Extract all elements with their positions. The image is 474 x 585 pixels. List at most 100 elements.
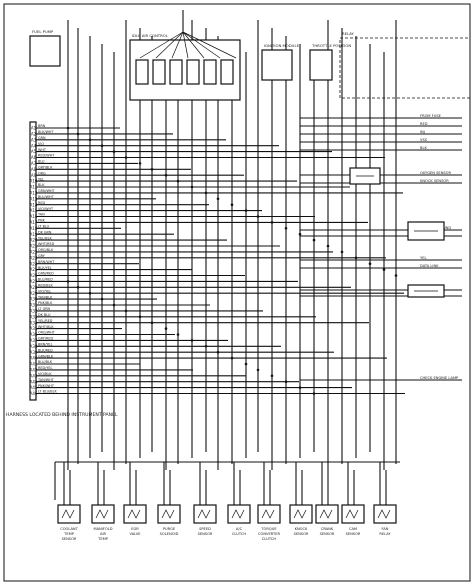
pin-label: A39 [30,350,38,355]
ignition-coil [169,59,183,85]
wire-grid [29,20,462,470]
top-label: IDLE AIR CONTROL [132,33,169,38]
top-component [29,35,61,67]
splice-dot [394,274,398,277]
pin-label: A9 [31,173,37,178]
bottom-component [289,504,313,524]
wire-color-label: TAN/BLK [37,295,53,299]
pin-label: A41 [30,362,38,367]
pin-label: A7 [31,161,37,166]
bottom-component [227,504,251,524]
component-symbol [345,509,359,519]
splice-dot [298,386,302,389]
bottom-component [315,504,339,524]
splice-dot [270,374,274,378]
splice-dot [230,356,234,360]
bottom-label: SENSOR [62,537,77,541]
splice-dot [112,150,116,153]
bottom-label: TEMP [97,537,109,541]
splice-dot [76,132,80,136]
ignition-coil [203,59,217,85]
wire-color-label: ORG [38,171,46,175]
wire-color-label: BLK/RED [38,348,53,352]
splice-dot [176,333,180,336]
splice-dot [164,173,168,177]
bottom-label: SPEED [199,527,211,531]
pin-label: A27 [30,279,38,284]
splice-dot [354,256,358,260]
splice-dot [244,209,248,212]
pin-label: A16 [30,214,38,219]
wire-color-label: PNK [38,219,46,223]
pin-label: A12 [30,191,38,196]
bottom-label: PURGE [163,527,176,531]
top-component [261,49,293,81]
splice-dot [150,168,154,171]
splice-dot [176,179,180,183]
ignition-coil [186,59,200,85]
top-component [309,49,333,81]
splice-dot [216,197,220,201]
pin-label: A2 [31,132,37,137]
wire-color-label: BLK/WHT [38,130,54,134]
wire-color-label: VIO/WHT [38,207,54,211]
right-label: YEL [420,256,426,260]
bottom-label: TEMP [63,532,75,536]
bottom-component [193,504,217,524]
bottom-label: CLUTCH [232,532,246,536]
wire-color-label: LT BLU [38,225,50,229]
splice-dot [382,268,386,271]
splice-dot [298,232,302,236]
wire-color-label: WHT/BLK [38,325,54,329]
bottom-label: SENSOR [346,532,361,536]
splice-dot [76,286,80,289]
splice-dot [340,250,344,254]
pin-label: A4 [31,143,37,148]
bottom-label: SENSOR [294,532,309,536]
bottom-label: SENSOR [320,532,335,536]
splice-dot [66,280,70,283]
bottom-component [373,504,397,524]
wire-color-label: LT BLU/BLK [38,390,57,394]
pin-label: A29 [30,291,38,296]
wire-color-label: DK GRN [38,230,52,234]
bottom-label: TORQUE [260,527,277,531]
pin-label: A46 [30,391,38,396]
right-label: KNOCK SENSOR [420,179,449,183]
wire-color-label: TAN/WHT [37,378,55,382]
wire-color-label: TAN [37,213,45,217]
component-symbol [161,509,175,519]
pin-label: A37 [30,338,38,343]
splice-dot [88,291,92,295]
wire-color-label: RED/BLK [38,284,53,288]
fan-wire [182,31,237,59]
bottom-label: MANIFOLD [94,527,113,531]
wire-color-label: PNK/BLK [38,301,53,305]
wire-color-label: BRN [38,124,46,128]
wire-color-label: BLK [38,183,45,187]
wire-color-label: GRY [38,254,46,258]
splice-dot [270,221,274,224]
splice-dot [124,309,128,313]
splice-dot [204,345,208,348]
right-label: RED [420,122,428,126]
splice-dot [124,156,128,159]
wire-color-label: BLU [38,160,45,164]
right-label: OXYGEN SENSOR [420,171,451,175]
splice-dot [312,238,316,242]
bottom-label: VALVE [129,532,141,536]
splice-dot [66,126,70,130]
bottom-label: KNOCK [295,527,308,531]
pin-label: A33 [30,314,38,319]
wire-color-label: RED [38,201,45,205]
pin-label: A23 [30,255,38,260]
right-label: VSS [420,138,428,142]
wire-color-label: ORG/WHT [38,331,56,335]
fan-wire [139,31,184,59]
pin-label: A21 [30,244,38,249]
pin-label: A15 [30,208,38,213]
splice-dot [100,297,104,301]
